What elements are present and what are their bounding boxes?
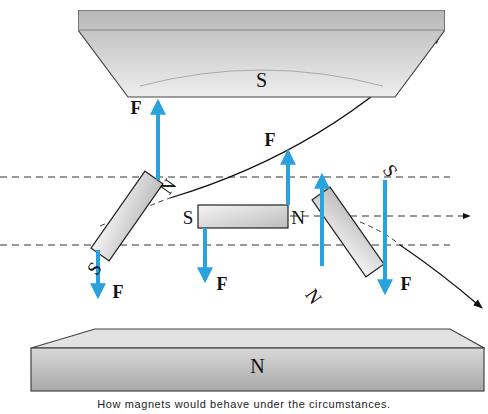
force-label: F [113,283,124,301]
pole-piece: S [78,10,445,98]
pole-letter: N [250,356,264,376]
pole-label: S [183,208,194,227]
pole-letter: S [256,70,267,90]
pole-label: N [291,208,305,227]
force-label: F [131,99,142,117]
force-label: F [401,275,412,293]
pole-label: S [83,258,105,278]
pole-label: N [302,285,325,307]
bar-magnet [198,205,288,228]
figure-caption: How magnets would behave under the circu… [0,398,488,410]
path-arrow [400,245,482,308]
bar-magnet [91,171,163,261]
force-arrow [98,102,385,296]
force-label: F [217,275,228,293]
force-label: F [265,131,276,149]
path-arrow [290,216,470,217]
dashed-guide [0,245,450,246]
pole-piece: N [30,328,485,392]
pole-label: N [156,175,179,197]
